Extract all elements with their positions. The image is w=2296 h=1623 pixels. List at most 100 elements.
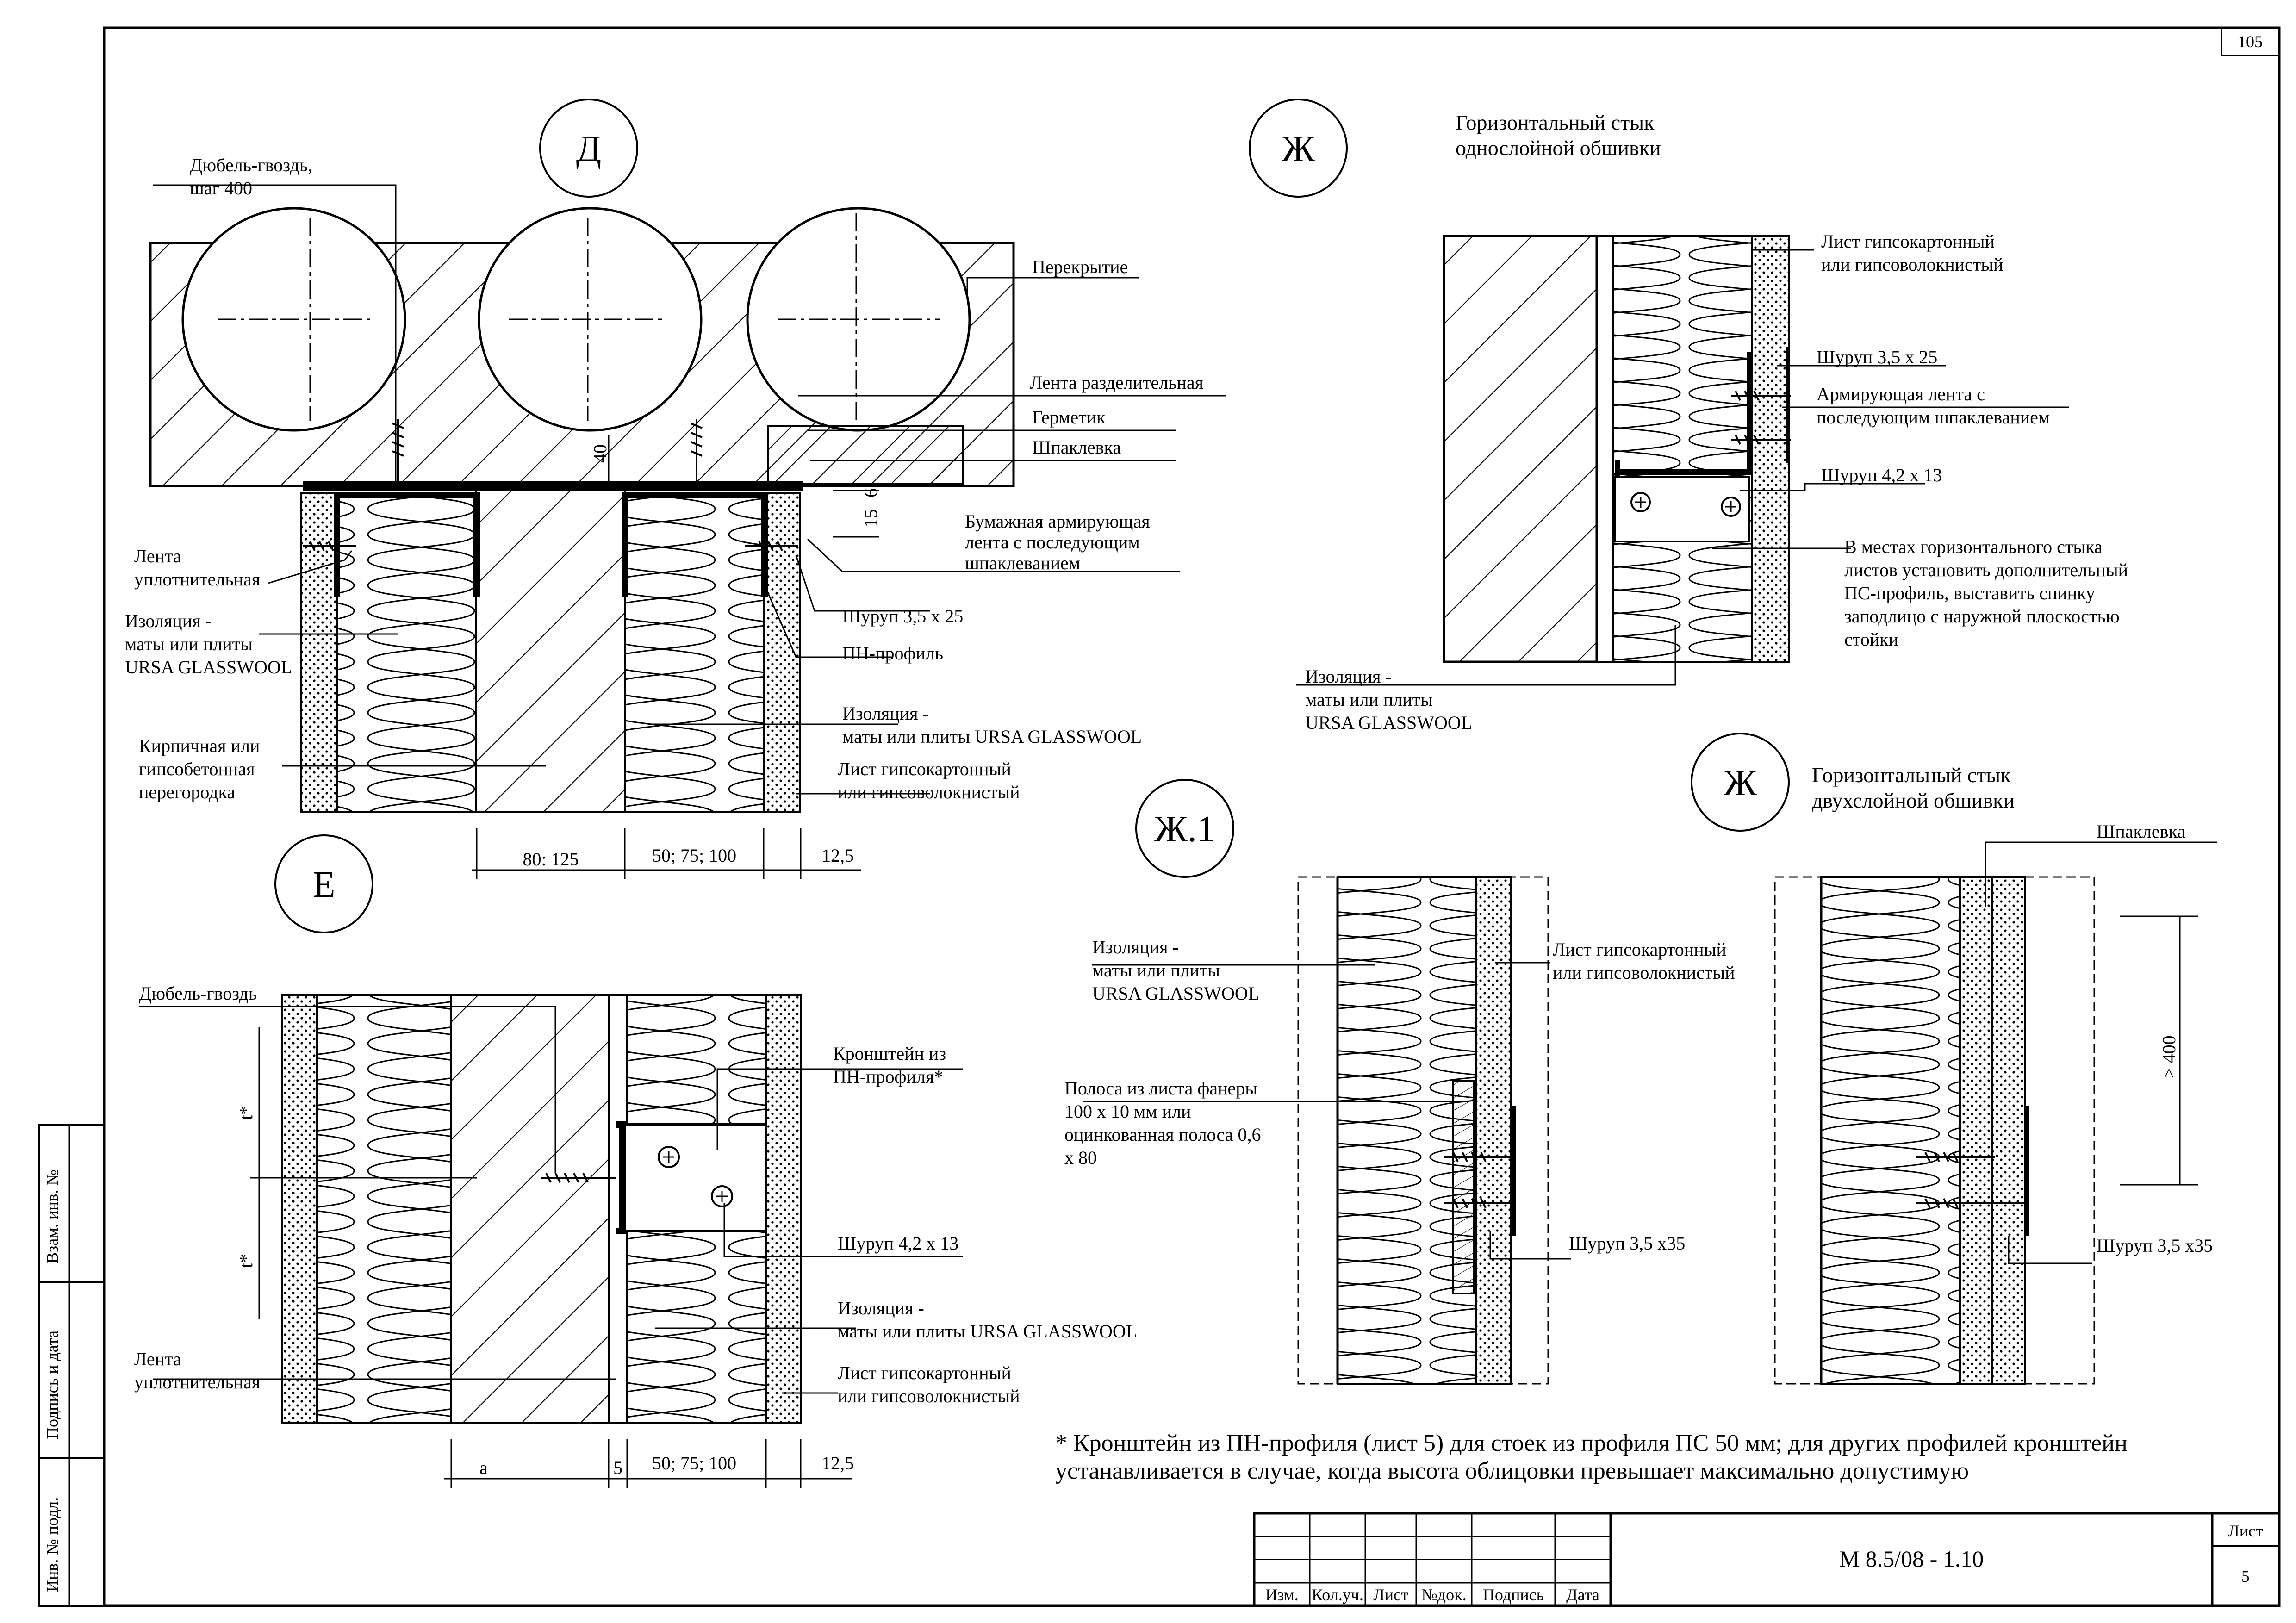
tb-izm: Изм. [1265, 1586, 1299, 1604]
sheet-frame [103, 26, 2281, 1607]
brick-partition [475, 485, 626, 813]
dim-d-15: 15 [860, 509, 881, 528]
d-tape-seal-2: уплотнительная [134, 569, 260, 590]
marker-circle-d [539, 99, 638, 198]
zh1-strip-3: оцинкованная полоса 0,6 [1064, 1124, 1261, 1145]
d-gkl-2: или гипсоволокнистый [838, 782, 1020, 802]
zh1-ins-1: Изоляция - [1092, 937, 1179, 958]
d-ins-r1: Изоляция - [842, 703, 929, 724]
dim-d-40: 40 [590, 444, 610, 463]
doc-code: М 8.5/08 - 1.10 [1839, 1546, 1984, 1572]
zh1-screw: Шуруп 3,5 х35 [1569, 1233, 1685, 1254]
zh-screw-a: Шуруп 3,5 х 25 [1817, 347, 1937, 367]
zh2-screw: Шуруп 3,5 х35 [2097, 1235, 2213, 1256]
e-t2: t* [236, 1254, 256, 1268]
zh-title-2: однослойной обшивки [1456, 136, 1661, 160]
marker-circle-e [274, 834, 373, 933]
tb-data: Дата [1566, 1586, 1599, 1604]
d-ins-l1: Изоляция - [125, 610, 212, 631]
d-ins-r2: маты или плиты URSA GLASSWOOL [842, 726, 1142, 747]
marker-circle-zh2 [1691, 733, 1790, 832]
zh2-putty: Шпаклевка [2097, 821, 2185, 842]
d-brick-3: перегородка [139, 782, 235, 802]
detail-d: Д [125, 99, 1226, 879]
zh-gkl-1: Лист гипсокартонный [1821, 231, 1995, 252]
zh-note-3: ПС-профиль, выставить спинку [1844, 583, 2095, 603]
marker-d: Д [576, 129, 602, 169]
marker-circle-zh1 [1135, 779, 1234, 878]
d-gkl-1: Лист гипсокартонный [838, 759, 1011, 779]
d-paper-tape-3: шпаклеванием [965, 553, 1080, 573]
e-t1: t* [236, 1106, 256, 1120]
zh1-gkl-1: Лист гипсокартонный [1553, 939, 1726, 960]
d-dowel-step: шаг 400 [190, 178, 252, 199]
sheet-label: Лист [2228, 1522, 2263, 1540]
e-gkl-2: или гипсоволокнистый [838, 1386, 1020, 1406]
d-screw: Шуруп 3,5 х 25 [842, 606, 963, 627]
dim-e-b: 50; 75; 100 [652, 1453, 736, 1474]
tb-ndok: №док. [1421, 1586, 1466, 1604]
e-gkl-1: Лист гипсокартонный [838, 1362, 1011, 1383]
zh1-strip-1: Полоса из листа фанеры [1064, 1078, 1257, 1099]
marker-zh: Ж [1282, 129, 1315, 169]
zh-gkl-2: или гипсоволокнистый [1821, 254, 2004, 275]
side-stamp: Взам. инв. № Подпись и дата Инв. № подл. [38, 1124, 105, 1607]
e-bracket-1: Кронштейн из [833, 1043, 946, 1064]
brick-partition-e [450, 994, 610, 1424]
zh1-strip-4: х 80 [1064, 1147, 1097, 1168]
d-pn: ПН-профиль [842, 643, 943, 664]
page-number: 105 [2238, 32, 2263, 51]
zh-ins-1: Изоляция - [1305, 666, 1392, 687]
title-block: Изм. Кол.уч. Лист №док. Подпись Дата М 8… [1253, 1512, 2281, 1607]
detail-zh1: Ж.1 Изоляция - маты или плиты URSA GLASS… [1064, 779, 1735, 1385]
marker-zh1: Ж.1 [1154, 809, 1215, 850]
d-putty: Шпаклевка [1032, 437, 1121, 458]
d-dowel: Дюбель-гвоздь, [190, 155, 312, 175]
d-brick-1: Кирпичная или [139, 735, 260, 756]
zh-ins-2: маты или плиты [1305, 689, 1433, 710]
zh2-dim: > 400 [2159, 1035, 2179, 1078]
d-slab: Перекрытие [1032, 256, 1128, 277]
e-tape-1: Лента [134, 1349, 181, 1369]
dim-d-c: 12,5 [821, 845, 854, 866]
dim-e-a: а [479, 1457, 488, 1478]
page-number-box [2221, 27, 2280, 56]
zh-note-5: стойки [1844, 629, 1898, 650]
tb-list: Лист [1373, 1586, 1408, 1604]
tb-podpis: Подпись [1483, 1586, 1544, 1604]
d-paper-tape-1: Бумажная армирующая [965, 511, 1150, 532]
zh-title-1: Горизонтальный стык [1456, 111, 1655, 134]
stamp-inv: Инв. № подл. [43, 1497, 62, 1592]
zh1-strip-2: 100 х 10 мм или [1064, 1101, 1191, 1122]
dim-d-6: 6 [860, 488, 881, 497]
zh1-ins-2: маты или плиты [1092, 960, 1220, 981]
d-ins-l2: маты или плиты [125, 634, 253, 654]
sheet-number: 5 [2241, 1567, 2250, 1586]
d-paper-tape-2: лента с последующим [965, 532, 1140, 553]
zh-ins-3: URSA GLASSWOOL [1305, 712, 1472, 733]
dim-e-c: 12,5 [821, 1453, 854, 1474]
zh2-title-1: Горизонтальный стык [1812, 763, 2011, 787]
marker-circle-zh [1249, 99, 1348, 198]
zh-note-1: В местах горизонтального стыка [1844, 536, 2103, 557]
e-screw: Шуруп 4,2 х 13 [838, 1233, 958, 1254]
footnote-line-2: устанавливается в случае, когда высота о… [1055, 1458, 1969, 1484]
e-dowel: Дюбель-гвоздь [139, 983, 257, 1004]
marker-zh2: Ж [1724, 763, 1757, 803]
detail-zh2: Ж Горизонтальный стык двухслойной обшивк… [1691, 733, 2217, 1385]
d-tape-seal-1: Лента [134, 546, 181, 566]
zh-screw-b: Шуруп 4,2 х 13 [1821, 465, 1942, 485]
dim-d-a: 80: 125 [523, 849, 579, 870]
marker-e: Е [313, 864, 336, 905]
e-tape-2: уплотнительная [134, 1372, 260, 1393]
e-bracket-2: ПН-профиля* [833, 1066, 943, 1087]
zh-tape-2: последующим шпаклеванием [1817, 407, 2050, 428]
footnote-line-1: * Кронштейн из ПН-профиля (лист 5) для с… [1055, 1430, 2128, 1456]
d-tape-sep: Лента разделительная [1030, 372, 1203, 393]
zh-note-4: заподлицо с наружной плоскостью [1844, 606, 2120, 627]
detail-zh: Ж Горизонтальный стык однослойной обшивк… [1249, 99, 2128, 733]
tb-kolich: Кол.уч. [1312, 1586, 1363, 1604]
stamp-vzam: Взам. инв. № [43, 1169, 62, 1263]
detail-e: Е t* t* [134, 834, 1137, 1488]
